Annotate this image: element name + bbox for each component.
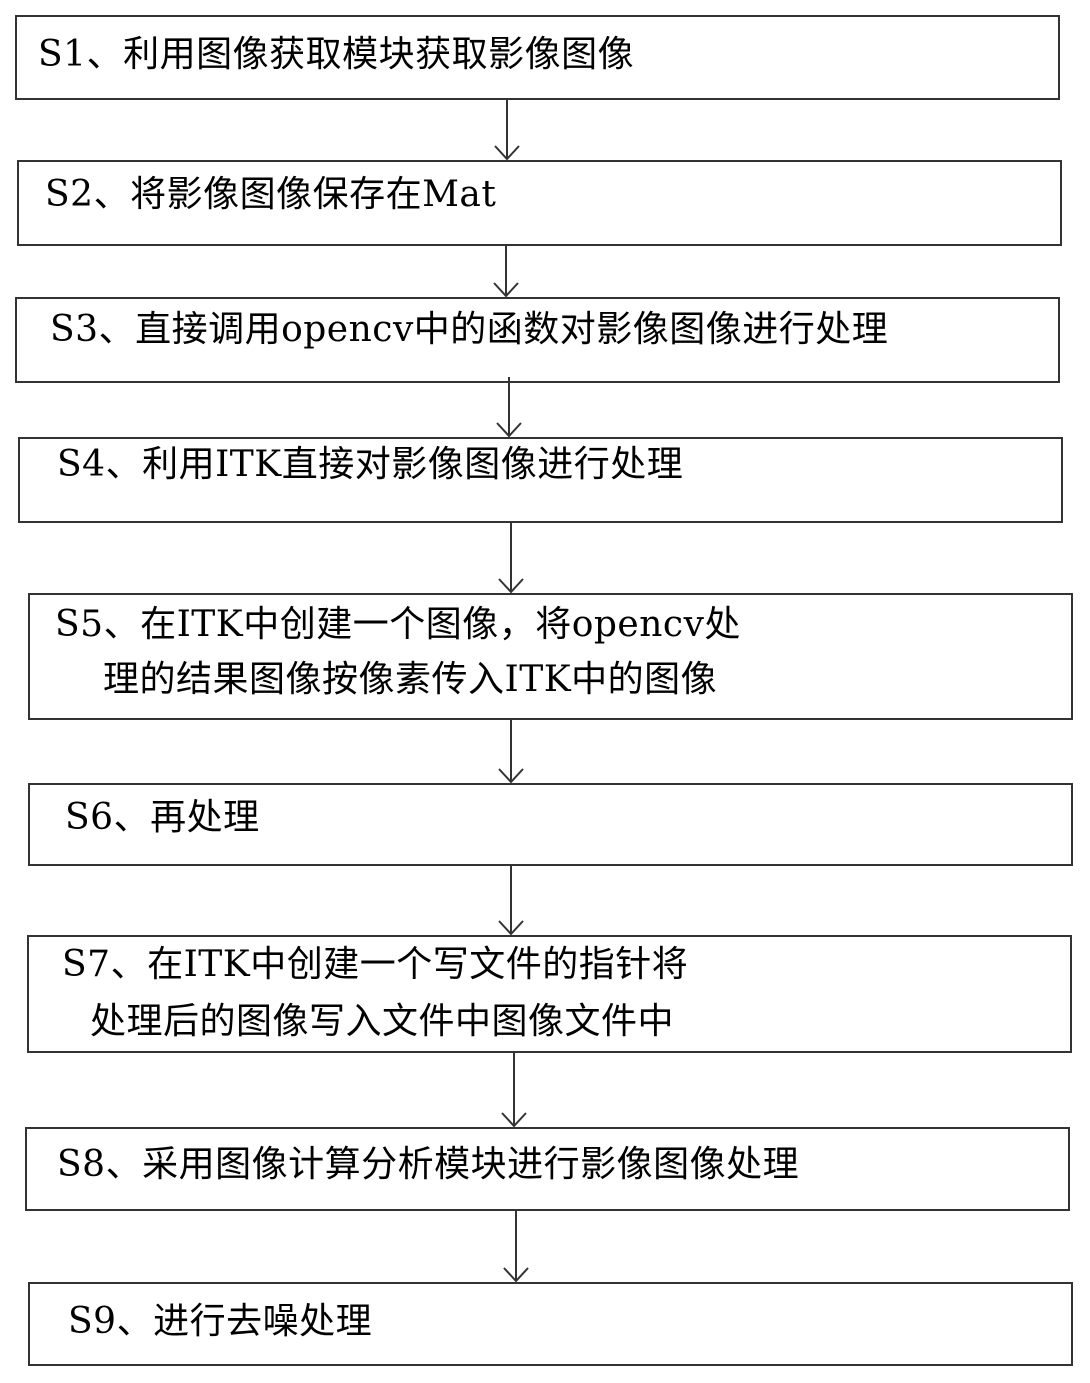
- arrow-s3-to-s4: [497, 377, 521, 436]
- arrow-s4-to-s5: [499, 523, 523, 592]
- arrow-s7-to-s8: [502, 1053, 526, 1126]
- arrow-s8-to-s9: [504, 1211, 528, 1281]
- arrow-s5-to-s6: [499, 720, 523, 782]
- arrow-s6-to-s7: [499, 866, 523, 934]
- arrow-s1-to-s2: [495, 100, 519, 159]
- arrow-s2-to-s3: [494, 246, 518, 296]
